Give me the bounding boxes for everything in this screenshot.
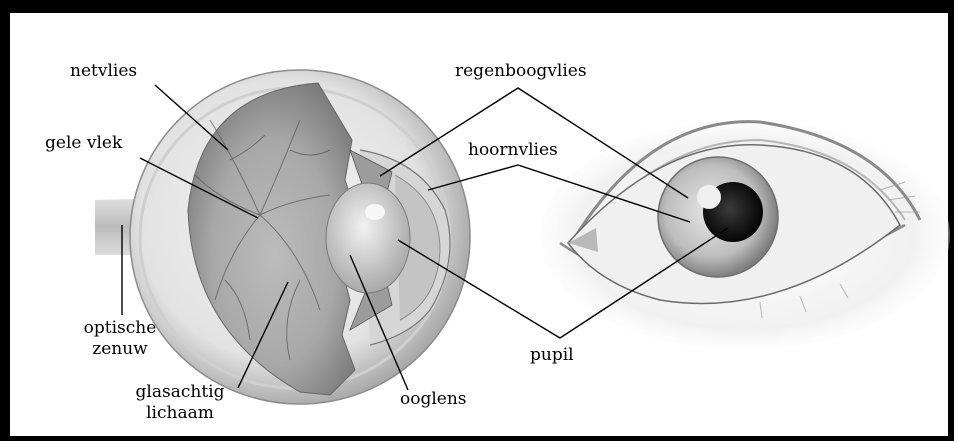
label-regenboogvlies: regenboogvlies (455, 61, 587, 82)
label-glasachtig-line-2: lichaam (125, 403, 235, 424)
eyeball-cross-section (130, 70, 470, 404)
label-optische-zenuw: optische zenuw (70, 318, 170, 360)
label-glasachtig-lichaam: glasachtig lichaam (125, 382, 235, 424)
external-eye (540, 120, 950, 350)
label-netvlies: netvlies (70, 61, 137, 82)
label-optische-line-2: zenuw (70, 339, 170, 360)
label-pupil: pupil (530, 345, 574, 366)
label-gele-vlek: gele vlek (45, 133, 122, 154)
label-glasachtig-line-1: glasachtig (125, 382, 235, 403)
label-optische-line-1: optische (70, 318, 170, 339)
label-hoornvlies: hoornvlies (468, 140, 558, 161)
label-ooglens: ooglens (400, 389, 467, 410)
